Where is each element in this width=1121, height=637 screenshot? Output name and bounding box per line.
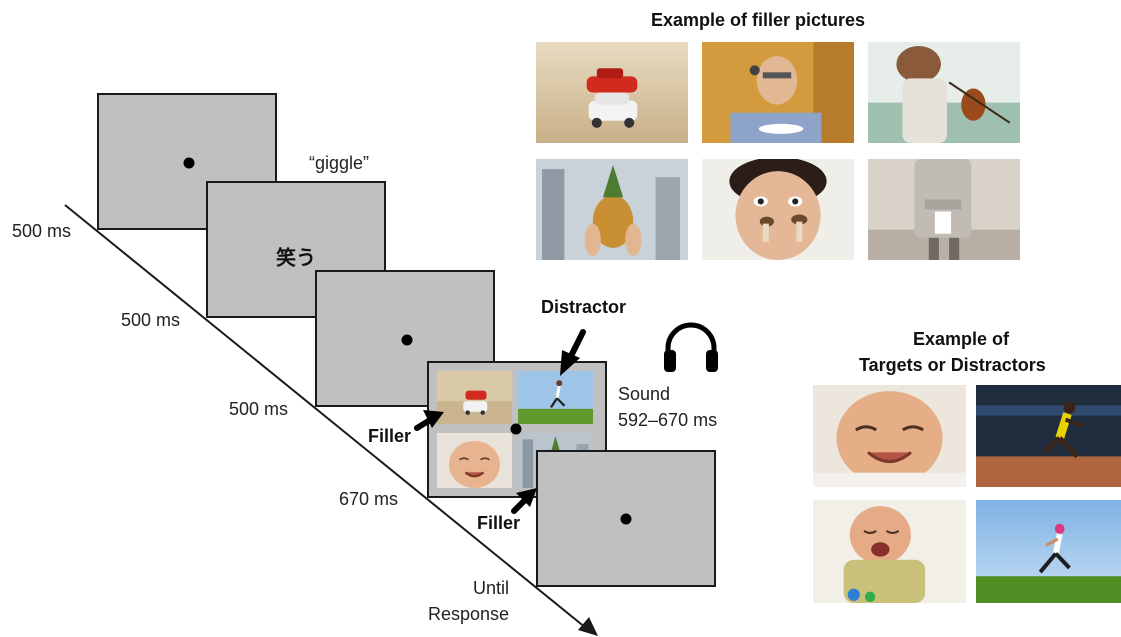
distractor-label: Distractor [541, 297, 627, 317]
japanese-word: 笑う [276, 245, 316, 270]
boy-with-mushrooms-photo [702, 159, 854, 260]
crying-baby-photo [813, 500, 966, 603]
duration-label: 670 ms [339, 489, 399, 509]
duration-label: 500 ms [12, 221, 72, 241]
sound-duration-label: 592–670 ms [618, 410, 718, 430]
headphones-icon [664, 322, 718, 372]
fixation-dot [620, 513, 632, 525]
running-woman-thumbnail [518, 371, 593, 424]
smiling-baby-photo [813, 385, 966, 487]
sprinter-photo [976, 385, 1121, 487]
word-gloss-label: “giggle” [309, 153, 370, 173]
fixation-screen-3 [536, 450, 716, 587]
duration-label: 500 ms [229, 399, 289, 419]
toy-cars-photo [536, 42, 688, 143]
smiling-baby-thumbnail [437, 433, 512, 488]
fixation-dot [510, 423, 522, 435]
sound-label: Sound [618, 384, 671, 404]
pineapple-photo [536, 159, 688, 260]
running-woman-photo [976, 500, 1121, 603]
violinist-photo [868, 42, 1020, 143]
filler-label: Filler [368, 426, 412, 446]
fixation-dot [183, 157, 195, 169]
elderly-man-eating-photo [702, 42, 854, 143]
response-label: Response [428, 604, 510, 624]
until-label: Until [473, 578, 510, 598]
filler-examples-title: Example of filler pictures [651, 10, 866, 30]
duration-label: 500 ms [121, 310, 181, 330]
targets-examples-title-line1: Example of [913, 329, 1010, 349]
toy-cars-thumbnail [437, 371, 512, 424]
fixation-dot [401, 334, 413, 346]
word-screen: 笑う [206, 181, 386, 318]
targets-examples-title-line2: Targets or Distractors [859, 355, 1046, 375]
filler-label: Filler [477, 513, 521, 533]
woman-holding-paper-photo [868, 159, 1020, 260]
